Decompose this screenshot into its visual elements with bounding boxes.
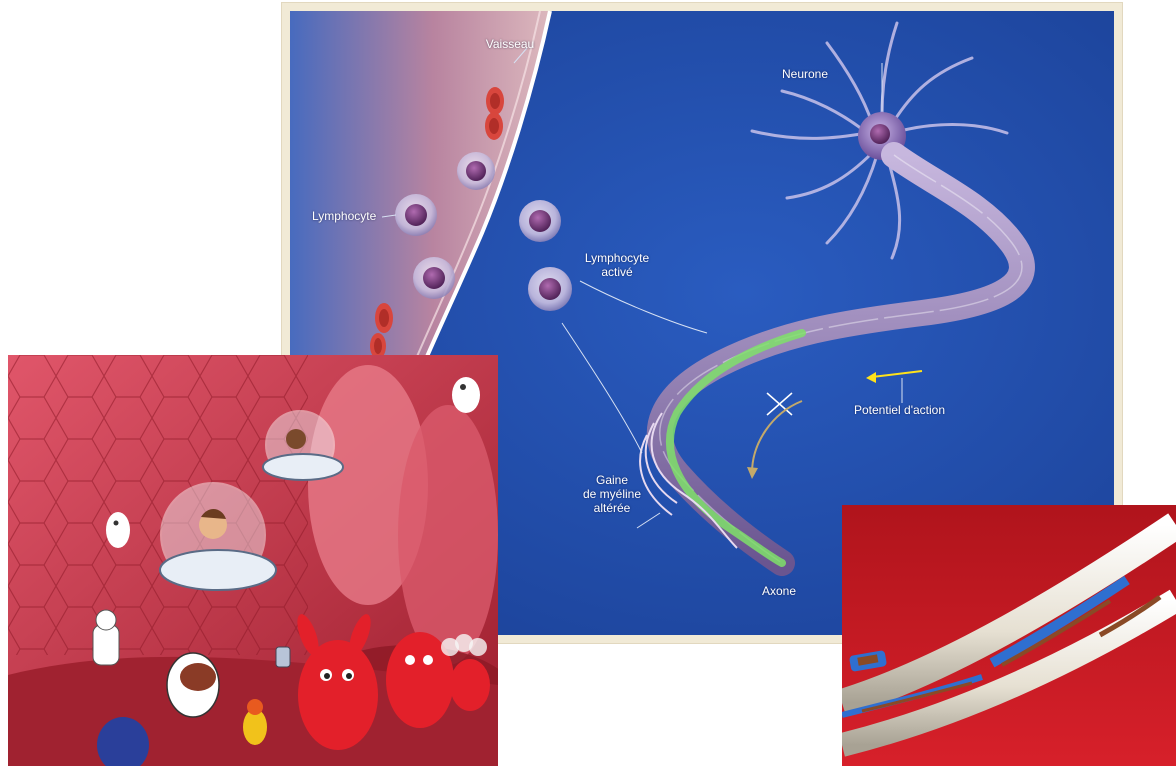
label-vaisseau: Vaisseau: [486, 37, 534, 51]
label-axone: Axone: [762, 584, 796, 598]
label-lymphocyte-active: Lymphocyte activé: [585, 251, 649, 279]
white-robot: [93, 610, 119, 665]
cable-scene: [842, 505, 1176, 766]
cartoon-body-illustration: [8, 355, 498, 766]
white-character-left: [106, 512, 130, 548]
neuron-nucleus: [870, 124, 890, 144]
white-character-top: [452, 377, 480, 413]
damaged-cable-photo: [842, 505, 1176, 766]
cell-pattern: [8, 355, 308, 655]
pill-character: [167, 653, 219, 717]
label-gaine-myeline: Gaine de myéline altérée: [583, 473, 641, 515]
label-lymphocyte: Lymphocyte: [312, 209, 376, 223]
cartoon-scene: [8, 355, 498, 766]
label-potentiel-action: Potentiel d'action: [854, 403, 945, 417]
grey-robot: [276, 647, 290, 667]
label-neurone: Neurone: [782, 67, 828, 81]
